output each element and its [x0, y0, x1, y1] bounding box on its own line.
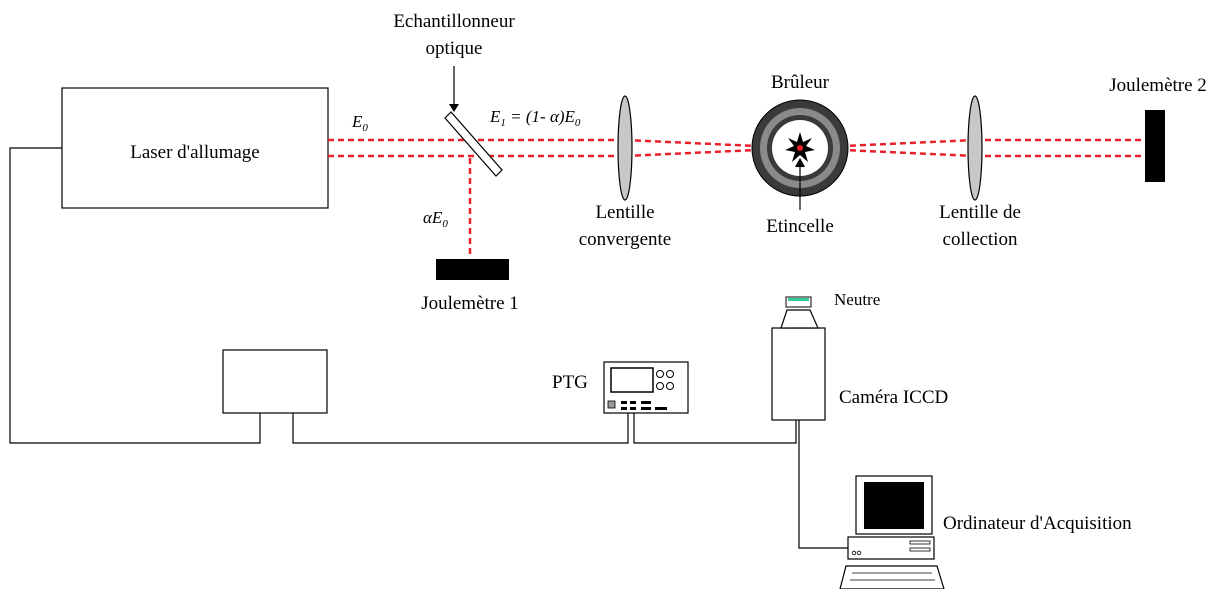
spark-arrow-head — [795, 158, 805, 167]
delay-box — [222, 349, 328, 414]
laser-box — [61, 87, 329, 209]
spark-core — [797, 145, 803, 151]
laser-label: Laser d'allumage — [130, 142, 260, 163]
sampler-label-2: optique — [426, 38, 483, 59]
lens1-label-1: Lentille — [595, 202, 654, 223]
ptg-device — [603, 361, 689, 414]
lens2-label-2: collection — [943, 229, 1018, 250]
burner-label: Brûleur — [771, 72, 830, 93]
joulemetre-1 — [436, 259, 509, 280]
e1-label: E1 = (1- α)E0 — [489, 107, 581, 129]
neutral-filter — [788, 298, 809, 301]
sampler-arrow-head — [449, 104, 459, 112]
converging-lens — [617, 95, 633, 201]
lens1-label-2: convergente — [579, 229, 672, 250]
sampler-label-1: Echantillonneur — [393, 11, 515, 32]
optical-sampler — [444, 111, 503, 177]
joulemetre-2-label: Joulemètre 2 — [1109, 75, 1207, 96]
e0-label: E0 — [351, 112, 368, 134]
collection-lens — [967, 95, 983, 201]
ptg-label: PTG — [552, 372, 588, 393]
neutral-label: Neutre — [834, 290, 880, 309]
wiring — [9, 147, 848, 549]
camera-label: Caméra ICCD — [839, 387, 948, 408]
joulemetre-2 — [1145, 110, 1165, 182]
alpha-e0-label: αE0 — [423, 208, 448, 230]
iccd-camera — [771, 296, 826, 421]
spark-label: Etincelle — [766, 216, 834, 237]
laser-beam — [328, 138, 1145, 258]
computer-label: Ordinateur d'Acquisition — [943, 513, 1132, 534]
joulemetre-1-label: Joulemètre 1 — [421, 293, 519, 314]
computer-icon — [839, 475, 945, 589]
lens2-label-1: Lentille de — [939, 202, 1021, 223]
